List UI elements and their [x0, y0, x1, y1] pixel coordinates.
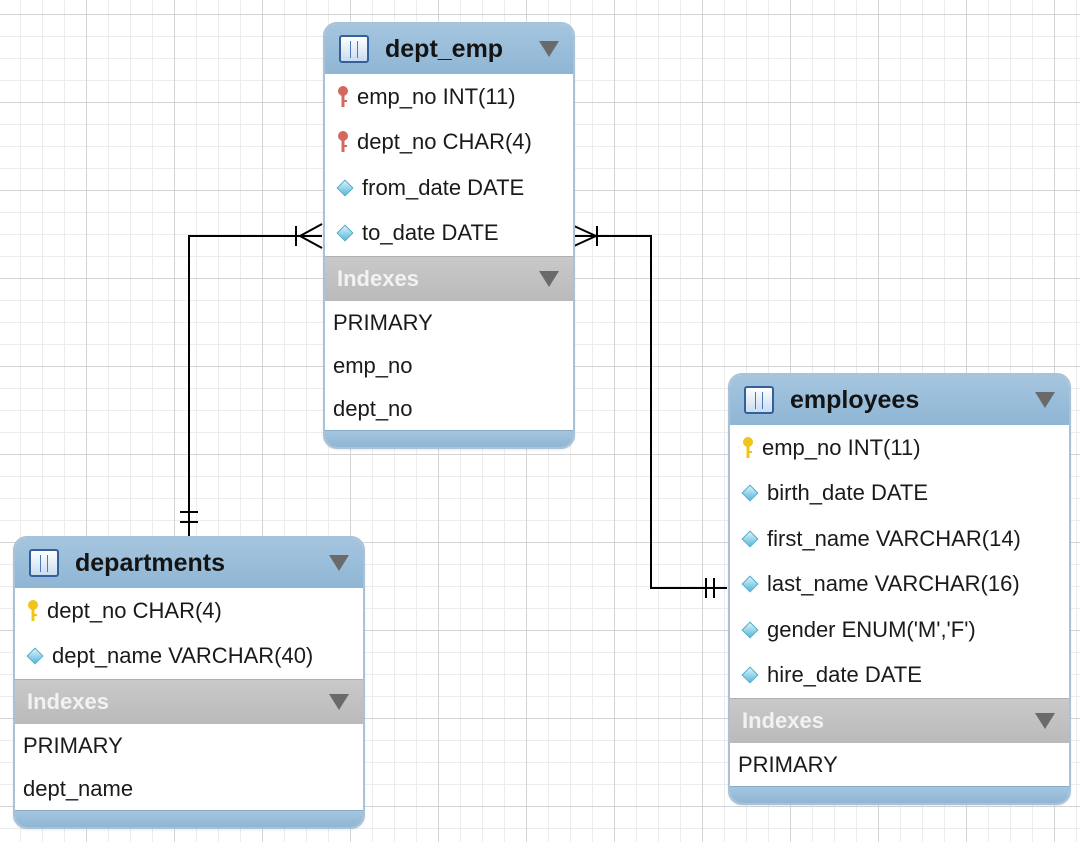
column-diamond-icon: [741, 621, 759, 639]
column-row[interactable]: gender ENUM('M','F'): [730, 607, 1069, 653]
column-label: gender ENUM('M','F'): [767, 616, 976, 642]
table-header-employees[interactable]: employees: [730, 375, 1069, 425]
column-row[interactable]: last_name VARCHAR(16): [730, 562, 1069, 608]
column-label: dept_no CHAR(4): [357, 129, 532, 155]
column-row[interactable]: to_date DATE: [325, 211, 573, 257]
table-icon: [339, 35, 369, 63]
table-icon: [744, 386, 774, 414]
index-row[interactable]: emp_no: [333, 352, 413, 378]
table-icon: [29, 549, 59, 577]
many-marker-dept-emp-left: [295, 223, 323, 249]
column-row[interactable]: dept_name VARCHAR(40): [15, 634, 363, 680]
primary-key-icon: [742, 435, 754, 461]
index-row[interactable]: dept_name: [23, 775, 134, 801]
column-diamond-icon: [741, 575, 759, 593]
foreign-key-icon: [337, 84, 349, 110]
relationship-line-employees-dept-emp[interactable]: [574, 235, 727, 589]
index-row[interactable]: PRIMARY: [738, 751, 838, 777]
index-row[interactable]: dept_no: [333, 395, 413, 421]
collapse-arrow-icon[interactable]: [539, 271, 559, 287]
index-row[interactable]: PRIMARY: [23, 732, 123, 758]
primary-key-icon: [27, 598, 39, 624]
table-header-departments[interactable]: departments: [15, 538, 363, 588]
column-label: to_date DATE: [362, 220, 499, 246]
column-row[interactable]: from_date DATE: [325, 165, 573, 211]
column-label: dept_no CHAR(4): [47, 597, 222, 623]
table-employees[interactable]: employees emp_no INT(11) birth_date DATE…: [728, 373, 1071, 805]
collapse-arrow-icon[interactable]: [1035, 713, 1055, 729]
table-title: departments: [75, 548, 226, 577]
column-diamond-icon: [336, 179, 354, 197]
table-dept-emp[interactable]: dept_emp emp_no INT(11) dept_no CHAR(4) …: [323, 22, 575, 449]
column-label: emp_no INT(11): [357, 83, 516, 109]
table-title: dept_emp: [385, 34, 504, 63]
column-diamond-icon: [741, 530, 759, 548]
column-label: last_name VARCHAR(16): [767, 571, 1020, 597]
many-marker-dept-emp-right: [573, 225, 598, 247]
column-label: hire_date DATE: [767, 662, 922, 688]
collapse-arrow-icon[interactable]: [329, 555, 349, 571]
one-mandatory-marker-departments: [180, 511, 198, 523]
collapse-arrow-icon[interactable]: [329, 694, 349, 710]
table-footer: [325, 430, 573, 447]
column-row[interactable]: hire_date DATE: [730, 653, 1069, 699]
column-row[interactable]: dept_no CHAR(4): [15, 588, 363, 634]
column-label: birth_date DATE: [767, 480, 929, 506]
table-title: employees: [790, 385, 920, 414]
indexes-header[interactable]: Indexes: [325, 256, 573, 301]
relationship-line-departments-dept-emp[interactable]: [188, 235, 322, 538]
indexes-label: Indexes: [27, 689, 109, 714]
foreign-key-icon: [337, 129, 349, 155]
table-departments[interactable]: departments dept_no CHAR(4) dept_name VA…: [13, 536, 365, 829]
collapse-arrow-icon[interactable]: [539, 41, 559, 57]
indexes-header[interactable]: Indexes: [730, 698, 1069, 743]
indexes-header[interactable]: Indexes: [15, 679, 363, 724]
column-row[interactable]: dept_no CHAR(4): [325, 120, 573, 166]
column-label: first_name VARCHAR(14): [767, 525, 1021, 551]
one-mandatory-marker-employees: [705, 578, 715, 598]
indexes-label: Indexes: [742, 708, 824, 733]
collapse-arrow-icon[interactable]: [1035, 392, 1055, 408]
column-label: emp_no INT(11): [762, 434, 921, 460]
table-footer: [15, 810, 363, 827]
index-row[interactable]: PRIMARY: [333, 309, 433, 335]
column-label: dept_name VARCHAR(40): [52, 643, 314, 669]
column-diamond-icon: [336, 224, 354, 242]
column-row[interactable]: first_name VARCHAR(14): [730, 516, 1069, 562]
column-diamond-icon: [741, 666, 759, 684]
column-diamond-icon: [26, 647, 44, 665]
indexes-label: Indexes: [337, 266, 419, 291]
column-row[interactable]: birth_date DATE: [730, 471, 1069, 517]
column-label: from_date DATE: [362, 174, 525, 200]
column-diamond-icon: [741, 484, 759, 502]
column-row[interactable]: emp_no INT(11): [730, 425, 1069, 471]
table-footer: [730, 786, 1069, 803]
column-row[interactable]: emp_no INT(11): [325, 74, 573, 120]
table-header-dept-emp[interactable]: dept_emp: [325, 24, 573, 74]
